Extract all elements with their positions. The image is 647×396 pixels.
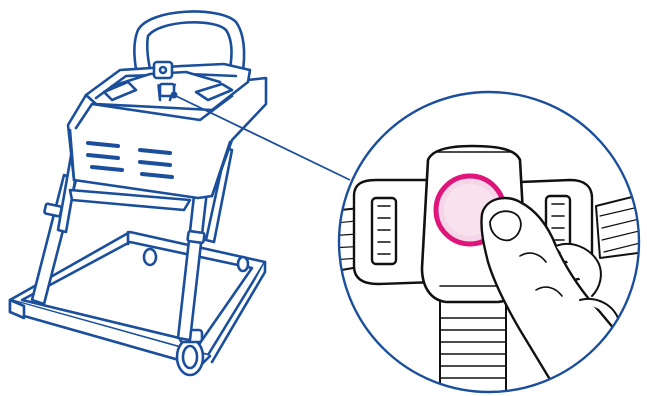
crotch-strap <box>440 300 506 396</box>
release-point-dot <box>171 92 178 99</box>
high-chair-icon <box>10 12 266 375</box>
rear-left-wheel <box>144 249 156 265</box>
buckle-zoom-callout <box>320 92 647 396</box>
rear-right-wheel <box>238 257 248 271</box>
